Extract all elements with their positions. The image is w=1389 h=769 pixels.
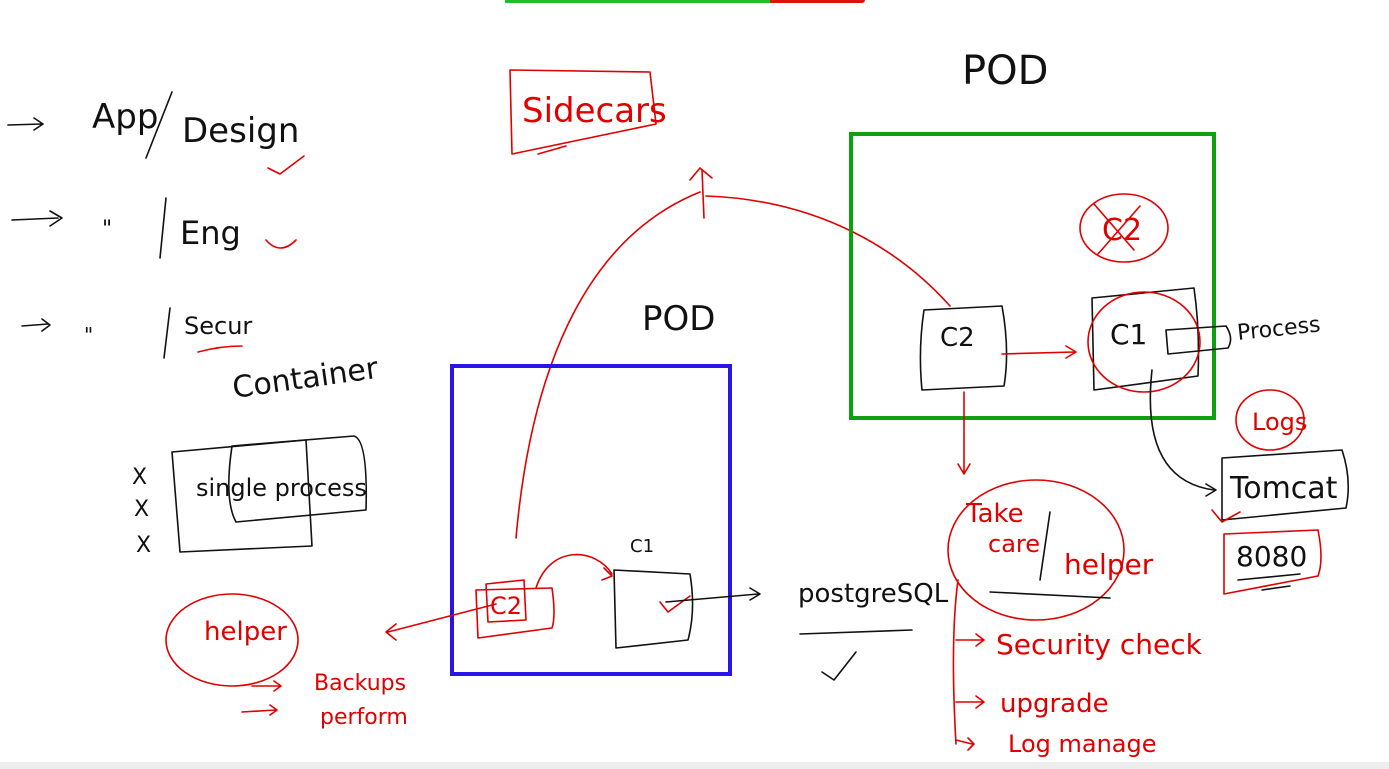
tomcat-note: Logs Tomcat 8080 xyxy=(1211,389,1350,595)
helper-arrow-2 xyxy=(241,704,278,716)
arrow-3 xyxy=(21,318,51,332)
postgresql-check xyxy=(821,651,857,681)
toolbar-color-bar-green xyxy=(505,0,770,3)
pod-left-c2-inner xyxy=(485,579,527,623)
secur-underline xyxy=(197,345,243,353)
tomcat-box xyxy=(1221,449,1350,521)
port-underline xyxy=(1237,573,1301,591)
left-notes: App Design " Eng " Secur Container singl… xyxy=(7,91,381,558)
arrow-2 xyxy=(11,210,63,227)
ditto-mark-2: " xyxy=(84,323,93,347)
c1-to-tomcat-arrow xyxy=(1149,369,1217,497)
pod-left-c2-to-c1-arrow xyxy=(535,553,613,589)
sidecars-text: Sidecars xyxy=(522,91,667,131)
pod-right-c2-to-c1-arrow xyxy=(1001,345,1077,359)
secur-text: Secur xyxy=(184,312,252,340)
sidecars-box xyxy=(509,69,657,155)
process-box xyxy=(1165,325,1232,355)
helper-text: helper xyxy=(204,617,287,647)
take-care-bracket xyxy=(952,579,959,745)
pod-right-c1-box xyxy=(1091,287,1200,391)
slash-3 xyxy=(163,307,171,359)
helper-note: helper Backups perform xyxy=(165,593,408,730)
logs-circle xyxy=(1235,389,1305,451)
pod-right-c1-label: C1 xyxy=(1110,318,1147,351)
take-care-underline xyxy=(989,591,1111,599)
pod-right-c1-circle xyxy=(1087,291,1201,393)
ditto-mark-1: " xyxy=(102,217,112,242)
eng-text: Eng xyxy=(180,214,241,252)
pod-right-box xyxy=(849,132,1216,420)
pod-left-box xyxy=(450,364,732,676)
container-text: Container xyxy=(230,351,381,406)
crossed-c2-circle xyxy=(1079,193,1169,263)
log-manage-text: Log manage xyxy=(1008,730,1157,758)
take-care-helper-text: helper xyxy=(1064,548,1154,581)
crossed-c2-strike xyxy=(1093,203,1141,255)
x-mark-2: X xyxy=(134,497,149,522)
check-mark-1 xyxy=(267,155,305,175)
helper-arrow-1 xyxy=(251,680,282,692)
pod-left-title: POD xyxy=(642,299,715,339)
sidecars-note: Sidecars xyxy=(509,69,713,219)
x-mark-3: X xyxy=(136,533,151,558)
pod-left: POD C2 C1 xyxy=(385,299,761,676)
pod-right-c2-box xyxy=(919,305,1008,391)
postgresql-underline xyxy=(799,629,913,635)
take-care-circle xyxy=(947,479,1125,621)
logs-text: Logs xyxy=(1252,408,1307,436)
sidecar-arrow-from-left-pod xyxy=(515,191,701,539)
slash-1 xyxy=(145,91,173,159)
pod-left-c1-box xyxy=(613,569,694,649)
smile-mark xyxy=(265,239,297,249)
port-hook xyxy=(1211,509,1241,523)
db-note: postgreSQL xyxy=(798,579,949,681)
canvas-bottom-edge xyxy=(0,762,1389,769)
port-text: 8080 xyxy=(1236,540,1307,573)
pod-left-db-arrow xyxy=(665,587,761,603)
helper-circle xyxy=(165,593,299,687)
toolbar-color-bar-red xyxy=(770,0,865,3)
security-check-text: Security check xyxy=(996,628,1203,661)
upgrade-arrow xyxy=(955,695,985,709)
take-care-note: Take care helper Security check upgrade … xyxy=(947,479,1203,758)
upgrade-text: upgrade xyxy=(1000,689,1109,719)
perform-text: perform xyxy=(320,705,408,730)
pod-left-c2-box xyxy=(475,587,555,639)
slash-2 xyxy=(159,197,167,259)
take-text: Take xyxy=(965,499,1024,529)
take-care-slash xyxy=(1039,511,1051,581)
sidecar-arrow-from-right-pod xyxy=(705,195,951,307)
single-process-text: single process xyxy=(196,474,367,502)
container-box-front xyxy=(228,435,368,523)
x-mark-1: X xyxy=(132,465,147,490)
sidecars-arrow-head xyxy=(689,167,713,219)
pod-left-c2-label: C2 xyxy=(490,592,522,620)
arrow-1 xyxy=(7,117,44,131)
sidecars-underline xyxy=(537,145,567,155)
security-arrow xyxy=(955,633,985,647)
pod-left-c1-label: C1 xyxy=(630,536,654,557)
pod-left-helper-arrow xyxy=(385,603,497,641)
design-text: Design xyxy=(182,111,299,151)
process-text: Process xyxy=(1236,312,1322,346)
backups-text: Backups xyxy=(314,671,406,696)
pod-right-c2-label: C2 xyxy=(940,323,975,353)
postgresql-text: postgreSQL xyxy=(798,579,949,609)
pod-right-title: POD xyxy=(962,48,1048,94)
log-manage-arrow xyxy=(955,737,975,751)
app-text: App xyxy=(92,97,158,137)
care-text: care xyxy=(988,530,1040,558)
pod-left-c1-check xyxy=(659,595,691,613)
c2-down-arrow xyxy=(957,391,971,475)
tomcat-text: Tomcat xyxy=(1229,471,1338,506)
port-box xyxy=(1223,529,1322,595)
